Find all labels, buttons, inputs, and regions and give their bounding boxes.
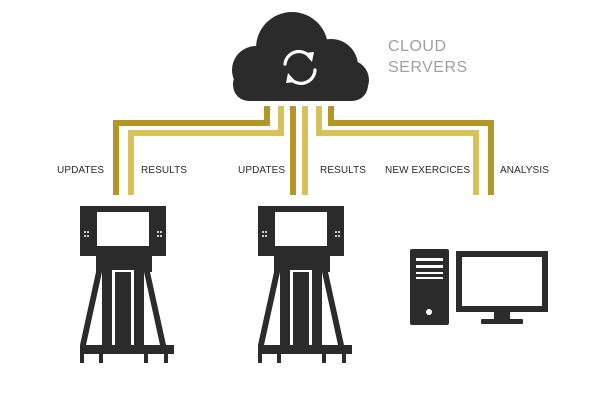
analysis-line — [316, 106, 479, 195]
sync-arrowheads — [286, 52, 314, 83]
label-results-2: RESULTS — [320, 165, 367, 176]
cloud-icon — [232, 12, 369, 101]
label-new-exercises: NEW EXERCICES — [385, 165, 471, 176]
label-results-1: RESULTS — [141, 165, 188, 176]
cloud-label-line2: SERVERS — [388, 59, 468, 76]
new-exercises-line — [328, 106, 494, 195]
cloud-label-line1: CLOUD — [388, 38, 447, 55]
label-updates-2: UPDATES — [238, 165, 286, 176]
cloud-servers-label: CLOUD SERVERS — [388, 36, 468, 78]
updates-line-1 — [113, 106, 270, 195]
connection-lines — [113, 106, 494, 195]
training-machine-2 — [258, 206, 352, 363]
label-updates-1: UPDATES — [57, 165, 105, 176]
label-analysis: ANALYSIS — [500, 165, 549, 176]
desktop-computer-icon — [410, 249, 548, 325]
training-machine-1 — [80, 206, 174, 363]
results-line-1 — [128, 106, 284, 195]
